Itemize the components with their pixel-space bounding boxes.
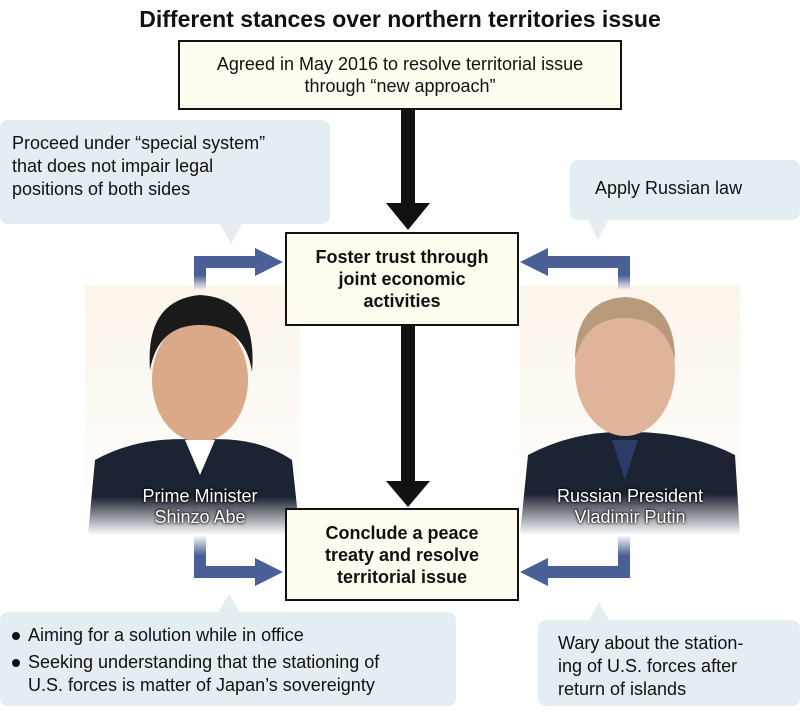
bullet-text: U.S. forces is matter of Japan’s soverei…: [28, 675, 375, 695]
middle-box-line: Foster trust through: [315, 247, 489, 267]
callout-line: Proceed under “special system”: [12, 133, 266, 153]
blue-arrow-japan-bottom: [194, 535, 283, 586]
bottom-box: Conclude a peace treaty and resolve terr…: [285, 508, 519, 601]
bottom-box-line: Conclude a peace: [325, 522, 479, 543]
callout-line: return of islands: [558, 679, 687, 699]
arrow-middle-to-bottom: [386, 325, 430, 507]
abe-name-label: Prime Minister Shinzo Abe: [100, 486, 300, 528]
arrow-top-to-middle: [386, 110, 430, 230]
abe-photo: [85, 285, 300, 535]
bullet-item: Aiming for a solution while in office: [8, 624, 456, 647]
callout-pointer: [220, 224, 242, 244]
callout-line: Wary about the station-: [558, 633, 744, 653]
japan-bottom-callout: Aiming for a solution while in office Se…: [0, 612, 456, 706]
bullet-text: Aiming for a solution while in office: [28, 625, 304, 645]
middle-box-line: activities: [363, 291, 441, 311]
russia-top-callout: Apply Russian law: [570, 160, 800, 220]
callout-line: positions of both sides: [12, 179, 191, 199]
bullet-item: Seeking understanding that the stationin…: [8, 651, 456, 697]
middle-box: Foster trust through joint economic acti…: [285, 232, 519, 326]
bottom-box-line: treaty and resolve: [324, 544, 480, 565]
putin-photo: [520, 285, 740, 535]
bullet-text: Seeking understanding that the stationin…: [28, 652, 380, 672]
blue-arrow-russia-top: [520, 248, 630, 290]
putin-name-label: Russian President Vladimir Putin: [520, 486, 740, 528]
callout-line: that does not impair legal: [12, 156, 214, 176]
name-line: Shinzo Abe: [154, 507, 246, 527]
callout-line: ing of U.S. forces after: [558, 656, 738, 676]
callout-pointer: [588, 602, 610, 622]
middle-box-line: joint economic: [338, 269, 466, 289]
top-box: Agreed in May 2016 to resolve territoria…: [178, 40, 622, 110]
top-box-line: through “new approach”: [304, 76, 496, 96]
name-line: Russian President: [556, 486, 704, 506]
callout-line: Apply Russian law: [595, 178, 743, 198]
blue-arrow-russia-bottom: [520, 535, 630, 586]
russia-bottom-callout: Wary about the station- ing of U.S. forc…: [538, 620, 800, 706]
callout-pointer: [217, 594, 241, 614]
japan-top-callout: Proceed under “special system” that does…: [0, 120, 330, 224]
top-box-line: Agreed in May 2016 to resolve territoria…: [216, 54, 584, 74]
name-line: Prime Minister: [142, 486, 258, 506]
blue-arrow-japan-top: [194, 248, 283, 290]
diagram-title: Different stances over northern territor…: [139, 6, 661, 32]
name-line: Vladimir Putin: [574, 507, 686, 527]
bottom-box-line: territorial issue: [336, 566, 468, 587]
callout-pointer: [587, 219, 609, 240]
